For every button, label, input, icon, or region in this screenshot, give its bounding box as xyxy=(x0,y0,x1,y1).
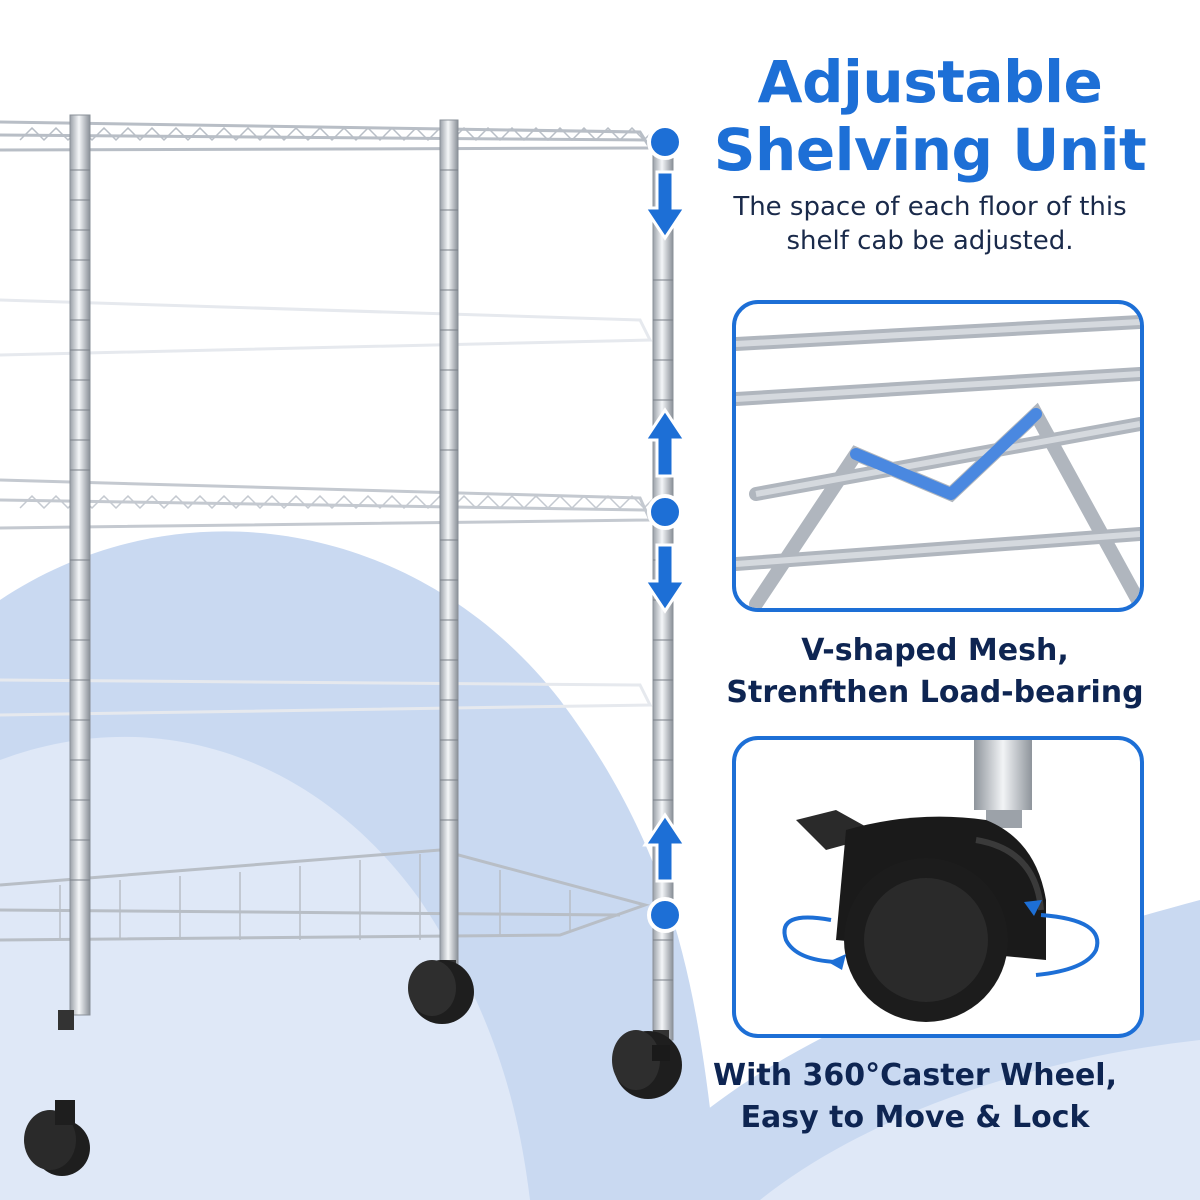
shelf-middle xyxy=(0,478,657,530)
shelf-ghost-2 xyxy=(0,678,653,717)
subtitle-line-2: shelf cab be adjusted. xyxy=(786,226,1074,256)
mesh-caption: V-shaped Mesh, Strenfthen Load-bearing xyxy=(685,630,1185,714)
shelf-bottom xyxy=(0,848,651,942)
arrow-up-icon xyxy=(642,407,688,883)
subtitle-line-1: The space of each floor of this xyxy=(733,192,1127,222)
mesh-closeup-image xyxy=(736,315,1140,608)
wheel-detail-panel xyxy=(732,736,1144,1038)
subtitle: The space of each floor of this shelf ca… xyxy=(690,190,1170,258)
arrow-down-icon xyxy=(642,170,688,614)
caster-middle xyxy=(408,960,474,1024)
caster-right xyxy=(612,1030,682,1099)
mesh-detail-panel xyxy=(732,300,1144,612)
adjust-dot-icon xyxy=(647,124,683,933)
mesh-caption-line-2: Strenfthen Load-bearing xyxy=(726,675,1144,710)
wheel-caption-line-1: With 360°Caster Wheel, xyxy=(712,1058,1117,1093)
shelf-ghost-1 xyxy=(0,298,653,357)
shelving-unit-image xyxy=(0,114,688,1176)
title-line-1: Adjustable xyxy=(757,48,1103,116)
shelf-top xyxy=(0,120,657,152)
title-line-2: Shelving Unit xyxy=(713,116,1147,184)
mesh-caption-line-1: V-shaped Mesh, xyxy=(801,633,1069,668)
caster-closeup-image xyxy=(782,740,1100,1022)
rotate-arrows-icon xyxy=(782,913,1100,977)
caster-left xyxy=(24,1010,90,1176)
wheel-caption: With 360°Caster Wheel, Easy to Move & Lo… xyxy=(665,1055,1165,1139)
page-title: Adjustable Shelving Unit xyxy=(690,48,1170,184)
wheel-caption-line-2: Easy to Move & Lock xyxy=(740,1100,1090,1135)
